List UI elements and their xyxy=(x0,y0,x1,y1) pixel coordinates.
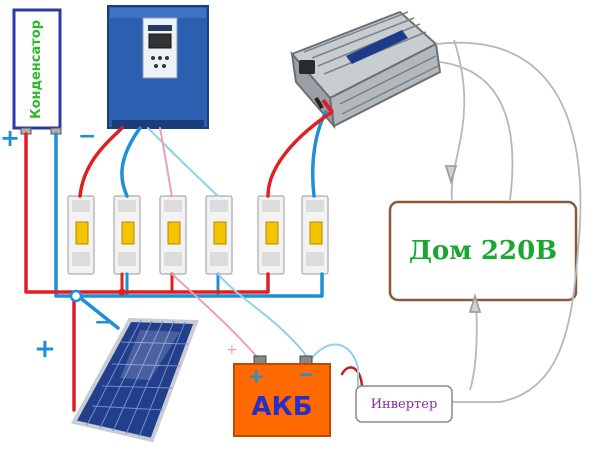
pink-wire xyxy=(171,273,259,359)
inverter-label: Инвертер xyxy=(370,396,438,412)
breaker xyxy=(113,195,141,275)
grid-tie-inverter xyxy=(290,10,442,130)
positive-wire xyxy=(24,132,270,294)
negative-wire xyxy=(76,294,120,330)
breaker xyxy=(205,195,233,275)
capacitor-plus-sign: + xyxy=(0,124,21,152)
battery xyxy=(233,355,331,437)
junction xyxy=(118,288,126,296)
junction xyxy=(69,289,83,303)
positive-wire xyxy=(340,366,364,390)
positive-wire xyxy=(78,126,124,198)
positive-wire xyxy=(266,110,334,198)
negative-wire xyxy=(54,132,324,298)
inverter-lead-black xyxy=(314,96,324,110)
panel-plus-sign: + xyxy=(34,334,56,364)
pink-wire xyxy=(159,127,173,198)
signal-wire xyxy=(311,343,359,393)
inverter-box xyxy=(355,385,453,423)
negative-wire xyxy=(120,126,142,198)
solar-panel xyxy=(70,317,199,443)
capacitor-minus-sign: − xyxy=(78,124,97,149)
signal-wire xyxy=(147,127,219,197)
breaker xyxy=(257,195,285,275)
battery-minus-sign: − xyxy=(298,362,315,386)
breaker-row xyxy=(67,195,329,275)
battery-plus-sign: + xyxy=(248,364,265,388)
breaker xyxy=(67,195,95,275)
house-label: Дом 220В xyxy=(408,236,558,266)
breaker xyxy=(159,195,187,275)
panel-minus-sign: − xyxy=(94,310,113,335)
charge-controller xyxy=(107,5,209,129)
breaker xyxy=(301,195,329,275)
capacitor-box xyxy=(12,8,62,130)
battery-label: АКБ xyxy=(251,392,313,422)
tick-plus-sign: + xyxy=(226,342,238,358)
capacitor-label-box: Конденсатор xyxy=(14,10,60,128)
signal-wire xyxy=(217,273,309,359)
ac-loop xyxy=(435,39,582,403)
capacitor-label: Конденсатор xyxy=(29,19,45,119)
inverter-lead-red xyxy=(321,98,334,114)
house-box xyxy=(388,200,578,302)
